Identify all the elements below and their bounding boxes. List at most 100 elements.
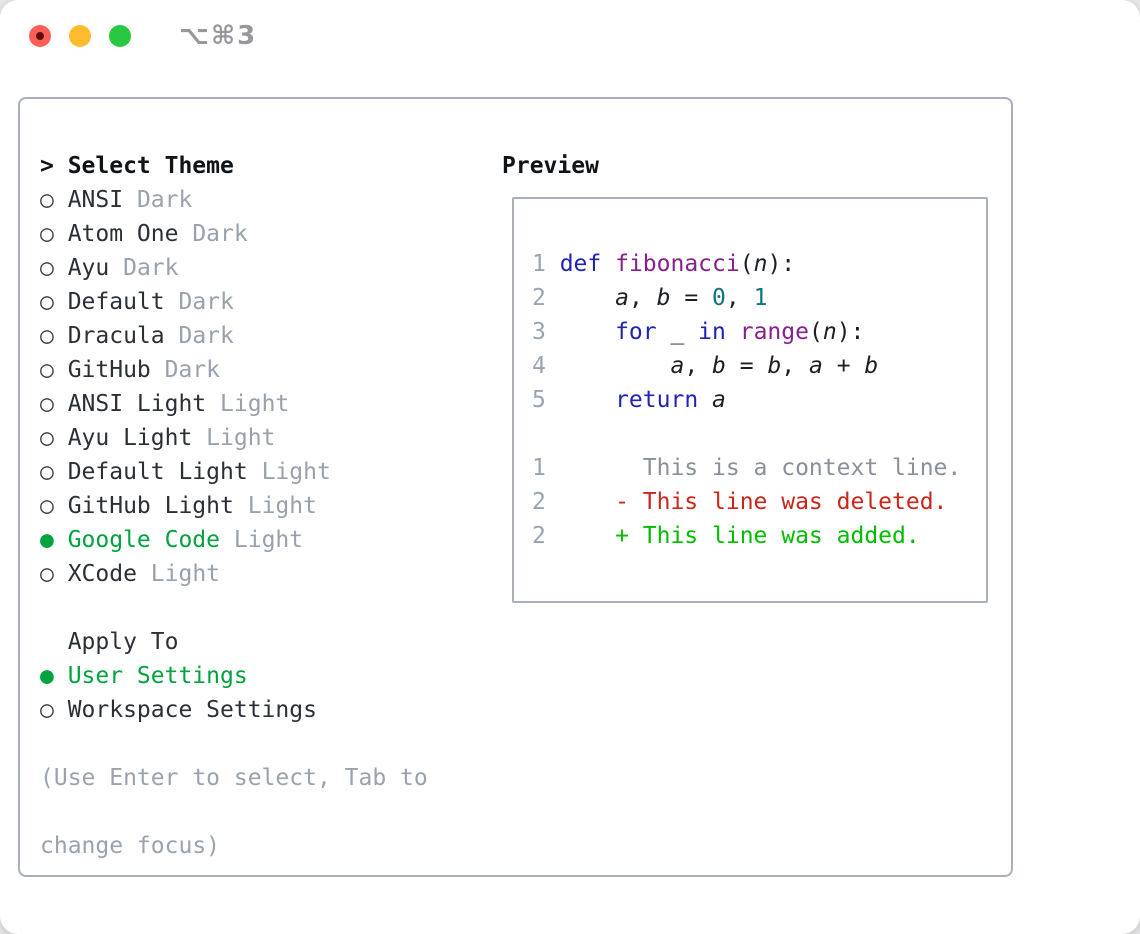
diff-token: + This line was added. [559,523,920,549]
diff-token: This is a context line. [559,455,962,481]
theme-variant-tag [165,289,179,315]
code-token: b [864,353,879,379]
code-token: a [712,387,726,413]
code-token [560,285,615,311]
code-token: b [767,353,782,379]
code-token [560,387,615,413]
theme-variant-tag [137,561,151,587]
radio-icon: ○ [40,391,54,417]
code-token: , [628,285,657,311]
theme-option-row[interactable]: ○Default Light Light [40,455,502,489]
code-token: fibonacci [615,251,740,277]
theme-variant-label: Dark [123,255,179,281]
theme-option-row[interactable]: ○GitHub Dark [40,353,502,387]
theme-option-row[interactable]: ○ Ayu Light Light [40,421,502,455]
help-text: (Use Enter to select, Tab to change focu… [40,761,502,863]
code-token: = [670,285,713,311]
diff-line: 2 + This line was added. [532,519,976,553]
blank-line [532,417,976,451]
select-theme-header-label: Select Theme [67,153,234,179]
theme-variant-label: Dark [164,357,221,383]
line-number: 2 [532,523,546,549]
theme-variant-label: Light [150,561,221,587]
code-token [601,251,615,277]
radio-icon: ○ [40,697,54,723]
window-titlebar: ⌥⌘3 [0,0,1140,72]
theme-option-row[interactable]: ○ GitHub Light Light [40,489,502,523]
theme-variant-label: Dark [178,289,234,315]
content-panel: >Select Theme ○ANSI Dark ○Atom One Dark … [18,97,1013,877]
code-token: a [615,285,629,311]
theme-option-row[interactable]: ○ Atom One Dark [40,217,502,251]
code-token: b [712,353,726,379]
theme-variant-label: Light [261,459,331,485]
code-token: range [739,319,809,345]
code-token: , [684,353,713,379]
theme-name: Ayu Light [67,425,193,451]
theme-option-row[interactable]: ○Default Dark [40,285,502,319]
code-line: 2 a, b = 0, 1 [532,281,976,315]
apply-to-option-row[interactable]: ○ Workspace Settings [40,693,502,727]
radio-icon: ○ [40,221,54,247]
theme-variant-label: Light [206,425,276,451]
apply-to-option-label: Workspace Settings [67,697,317,723]
radio-icon: ○ [40,323,54,349]
apply-to-option-row[interactable]: ●User Settings [40,659,502,693]
theme-name: GitHub Light [67,493,234,519]
line-number: 2 [532,489,546,515]
window-title: ⌥⌘3 [179,21,258,51]
code-token: ): [836,319,865,345]
minimize-button-icon[interactable] [69,25,91,47]
radio-icon: ○ [40,425,54,451]
theme-option-row[interactable]: ○Ayu Dark [40,251,502,285]
theme-option-row[interactable]: ○XCode Light [40,557,502,591]
diff-line-segments: - This line was deleted. [560,489,947,515]
theme-name: Google Code [67,527,221,553]
code-token: n [822,319,837,345]
close-button-icon[interactable] [29,25,51,47]
theme-name: ANSI Light [67,391,207,417]
focus-caret-icon: > [40,153,54,179]
theme-variant-tag [192,425,206,451]
radio-icon: ● [40,663,54,689]
theme-option-row[interactable]: ○ANSI Dark [40,183,502,217]
code-token: in [698,319,726,345]
help-text-line1: (Use Enter to select, Tab to [40,765,428,791]
theme-variant-label: Dark [192,221,248,247]
code-line-segments: return a [560,387,726,413]
theme-variant-label: Dark [178,323,234,349]
theme-variant-label: Light [220,391,290,417]
code-token: ): [767,251,796,277]
theme-option-row[interactable]: ●Google Code Light [40,523,502,557]
line-number: 2 [532,285,546,311]
theme-option-row[interactable]: ○ ANSI Light Light [40,387,502,421]
code-token: a [809,353,823,379]
zoom-button-icon[interactable] [109,25,131,47]
code-token [560,319,615,345]
radio-icon: ○ [40,493,54,519]
code-token: def [559,251,602,277]
code-line-segments: a, b = b, a + b [560,353,879,379]
theme-variant-tag [151,357,165,383]
diff-line-segments: This is a context line. [560,455,962,481]
line-number: 1 [532,251,546,277]
radio-icon: ● [40,527,54,553]
theme-name: Default Light [67,459,248,485]
theme-name: Atom One [67,221,179,247]
code-token: 0 [712,285,726,311]
code-line-segments: a, b = 0, 1 [560,285,767,311]
theme-name: GitHub [67,357,151,383]
apply-to-header-label: Apply To [67,629,179,655]
code-line-segments: for _ in range(n): [560,319,865,345]
theme-variant-label: Dark [136,187,193,213]
theme-option-row[interactable]: ○Dracula Dark [40,319,502,353]
help-text-line2: change focus) [40,833,221,859]
code-token [698,387,712,413]
line-number: 5 [532,387,546,413]
theme-variant-tag [206,391,220,417]
code-token: _ [656,319,699,345]
theme-variant-label: Light [247,493,317,519]
